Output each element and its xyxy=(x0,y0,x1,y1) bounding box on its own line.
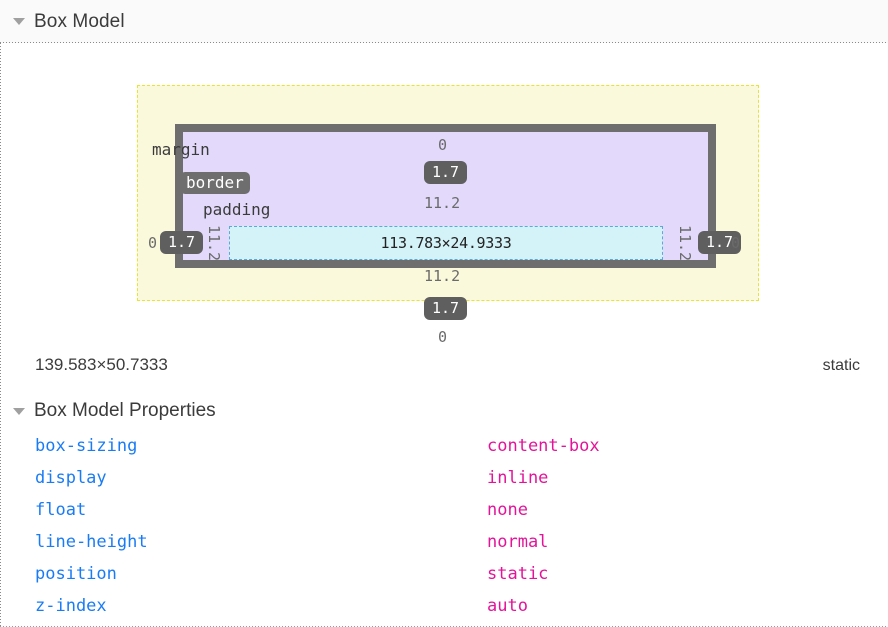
table-row[interactable]: position static xyxy=(0,558,888,590)
properties-section-title: Box Model Properties xyxy=(34,400,216,421)
property-name[interactable]: line-height xyxy=(35,532,148,552)
table-row[interactable]: z-index auto xyxy=(0,590,888,622)
table-row[interactable]: float none xyxy=(0,494,888,526)
border-top-value[interactable]: 1.7 xyxy=(424,161,468,184)
property-value[interactable]: inline xyxy=(487,468,549,488)
table-row[interactable]: box-sizing content-box xyxy=(0,430,888,462)
table-row[interactable]: line-height normal xyxy=(0,526,888,558)
padding-left-value[interactable]: 11.2 xyxy=(205,224,224,262)
box-model-panel-header[interactable]: Box Model xyxy=(0,0,888,43)
property-value[interactable]: none xyxy=(487,500,528,520)
margin-bottom-value[interactable]: 0 xyxy=(438,328,448,346)
box-model-summary: 139.583×50.7333 static xyxy=(0,355,888,389)
border-box-region[interactable]: 113.783×24.9333 xyxy=(175,124,716,268)
total-size-label: 139.583×50.7333 xyxy=(35,355,168,374)
property-name[interactable]: float xyxy=(35,500,87,520)
triangle-down-icon[interactable] xyxy=(13,18,25,25)
property-name[interactable]: position xyxy=(35,564,117,584)
padding-right-value[interactable]: 11.2 xyxy=(676,224,695,262)
border-left-value[interactable]: 1.7 xyxy=(160,231,204,254)
property-value[interactable]: normal xyxy=(487,532,549,552)
border-right-value[interactable]: 1.7 xyxy=(698,231,742,254)
box-model-diagram: 113.783×24.9333 margin border padding 0 … xyxy=(0,43,888,346)
property-name[interactable]: box-sizing xyxy=(35,436,138,456)
box-model-properties-list: box-sizing content-box display inline fl… xyxy=(0,430,888,622)
content-box-region[interactable]: 113.783×24.9333 xyxy=(229,226,663,260)
page-title: Box Model xyxy=(34,10,125,32)
content-size-label: 113.783×24.9333 xyxy=(380,234,512,252)
border-region-label: border xyxy=(180,172,250,194)
margin-box-region[interactable]: 113.783×24.9333 xyxy=(137,85,759,301)
padding-bottom-value[interactable]: 11.2 xyxy=(424,267,461,285)
property-name[interactable]: display xyxy=(35,468,107,488)
property-value[interactable]: static xyxy=(487,564,549,584)
padding-box-region[interactable]: 113.783×24.9333 xyxy=(183,132,708,260)
padding-top-value[interactable]: 11.2 xyxy=(424,194,461,212)
box-model-properties-header[interactable]: Box Model Properties xyxy=(0,396,888,426)
triangle-down-icon[interactable] xyxy=(13,407,25,415)
panel-left-edge xyxy=(0,43,1,627)
margin-region-label: margin xyxy=(152,140,210,159)
property-value[interactable]: content-box xyxy=(487,436,600,456)
border-bottom-value[interactable]: 1.7 xyxy=(424,297,468,320)
margin-top-value[interactable]: 0 xyxy=(438,136,448,154)
table-row[interactable]: display inline xyxy=(0,462,888,494)
property-value[interactable]: auto xyxy=(487,596,528,616)
padding-region-label: padding xyxy=(203,200,271,219)
margin-left-value[interactable]: 0 xyxy=(148,234,158,252)
position-type-label: static xyxy=(822,357,860,374)
margin-right-value[interactable]: 0 xyxy=(731,234,741,252)
property-name[interactable]: z-index xyxy=(35,596,107,616)
